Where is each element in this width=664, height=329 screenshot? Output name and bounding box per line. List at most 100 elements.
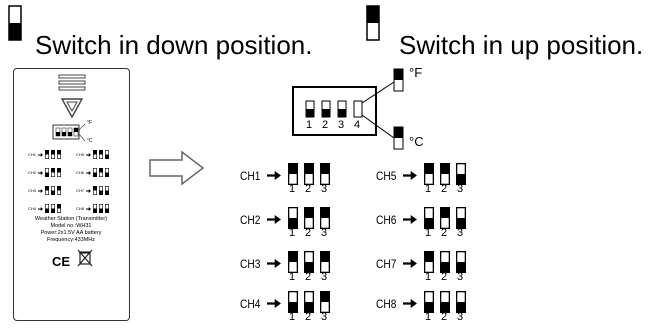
channel-label: CH8 xyxy=(376,297,397,311)
switch-down-icon xyxy=(51,186,55,195)
model-line: Model no.:WH31 xyxy=(50,223,92,229)
channel-label: CH6 xyxy=(376,213,397,227)
model-line: Power:2x1.5V AA battery xyxy=(40,230,102,236)
mini-channel-label: CH5 xyxy=(76,152,85,157)
switch-down-icon xyxy=(424,291,434,313)
switch-down-icon xyxy=(288,207,298,229)
switch-number: 3 xyxy=(457,271,464,283)
mini-channel-label: CH6 xyxy=(76,170,85,175)
switch-down-icon xyxy=(456,291,466,313)
switch-down-legend-icon xyxy=(8,5,22,41)
switch-number: 3 xyxy=(321,311,328,323)
right-arrow-icon xyxy=(86,153,91,157)
switch-up-icon xyxy=(320,291,330,313)
switch-down-icon xyxy=(45,168,49,177)
dip-number-4: 4 xyxy=(354,119,361,131)
ce-mark: CE xyxy=(52,254,71,269)
switch-down-icon xyxy=(99,186,103,195)
switch-down-icon xyxy=(424,207,434,229)
switch-down-icon xyxy=(440,251,450,273)
switch-down-icon xyxy=(105,168,109,177)
switch-number: 2 xyxy=(441,311,448,323)
switch-down-legend-text: Switch in down position. xyxy=(35,30,313,60)
switch-number: 2 xyxy=(441,227,448,239)
mini-channel-label: CH4 xyxy=(28,206,37,211)
model-line: Frequency:433MHz xyxy=(47,237,95,243)
right-arrow-icon xyxy=(267,171,281,180)
switch-number: 3 xyxy=(457,183,464,195)
switch-number: 3 xyxy=(457,311,464,323)
dip-number-3: 3 xyxy=(338,119,345,131)
channel-label: CH5 xyxy=(376,169,397,183)
switch-down-icon xyxy=(304,291,314,313)
right-arrow-icon xyxy=(403,215,417,224)
right-arrow-icon xyxy=(403,171,417,180)
mini-dip-switch-icon xyxy=(52,123,86,142)
mini-channel-label: CH7 xyxy=(76,188,85,193)
celsius-label: °C xyxy=(409,134,424,149)
channel-label: CH7 xyxy=(376,257,397,271)
switch-up-icon xyxy=(99,168,103,177)
switch-up-icon xyxy=(424,251,434,273)
mini-channel-label: CH1 xyxy=(28,152,37,157)
switch-up-icon xyxy=(320,207,330,229)
fahrenheit-label: °F xyxy=(409,65,423,80)
model-line: Weather Station (Transmitter) xyxy=(34,216,108,222)
switch-number: 1 xyxy=(425,227,432,239)
switch-up-icon xyxy=(440,163,450,185)
switch-down-icon xyxy=(51,204,55,213)
switch-number: 1 xyxy=(289,183,296,195)
hollow-right-arrow-icon xyxy=(149,150,205,186)
switch-up-icon xyxy=(424,163,434,185)
switch-down-icon xyxy=(456,251,466,273)
right-arrow-icon xyxy=(86,171,91,175)
switch-up-icon xyxy=(440,207,450,229)
switch-down-icon xyxy=(456,163,466,185)
switch-up-icon xyxy=(304,163,314,185)
model-info: Weather Station (Transmitter) Model no.:… xyxy=(14,216,128,244)
right-arrow-icon xyxy=(267,215,281,224)
switch-up-icon xyxy=(288,251,298,273)
switch-up-icon xyxy=(320,163,330,185)
channel-label: CH3 xyxy=(240,257,261,271)
switch-number: 2 xyxy=(441,271,448,283)
switch-down-icon xyxy=(45,204,49,213)
dip-number-1: 1 xyxy=(306,119,313,131)
switch-number: 3 xyxy=(321,183,328,195)
right-arrow-icon xyxy=(86,189,91,193)
switch-up-icon xyxy=(45,150,49,159)
switch-number: 1 xyxy=(425,271,432,283)
switch-up-legend-text: Switch in up position. xyxy=(399,30,644,60)
switch-up-icon xyxy=(57,204,61,213)
switch-down-icon xyxy=(99,204,103,213)
mini-unit-f: °F xyxy=(87,120,93,126)
switch-number: 2 xyxy=(305,227,312,239)
mini-channel-label: CH8 xyxy=(76,206,85,211)
switch-down-icon xyxy=(93,204,97,213)
channel-label: CH4 xyxy=(240,297,261,311)
vent-slots-icon xyxy=(58,74,86,91)
switch-number: 1 xyxy=(289,227,296,239)
right-arrow-icon xyxy=(267,299,281,308)
right-arrow-icon xyxy=(38,171,43,175)
switch-down-icon xyxy=(288,291,298,313)
mini-channel-label: CH2 xyxy=(28,170,37,175)
weee-bin-icon xyxy=(77,249,93,267)
switch-number: 2 xyxy=(305,183,312,195)
down-triangle-icon xyxy=(60,98,84,119)
switch-up-icon xyxy=(304,207,314,229)
right-arrow-icon xyxy=(403,299,417,308)
dip-number-2: 2 xyxy=(322,119,329,131)
switch-up-icon xyxy=(51,150,55,159)
switch-down-icon xyxy=(105,186,109,195)
switch-number: 1 xyxy=(289,311,296,323)
switch-down-icon xyxy=(456,207,466,229)
switch-number: 3 xyxy=(321,271,328,283)
switch-down-icon xyxy=(105,150,109,159)
switch-down-icon xyxy=(304,251,314,273)
mini-channel-label: CH3 xyxy=(28,188,37,193)
switch-down-icon xyxy=(440,291,450,313)
switch-up-icon xyxy=(45,186,49,195)
